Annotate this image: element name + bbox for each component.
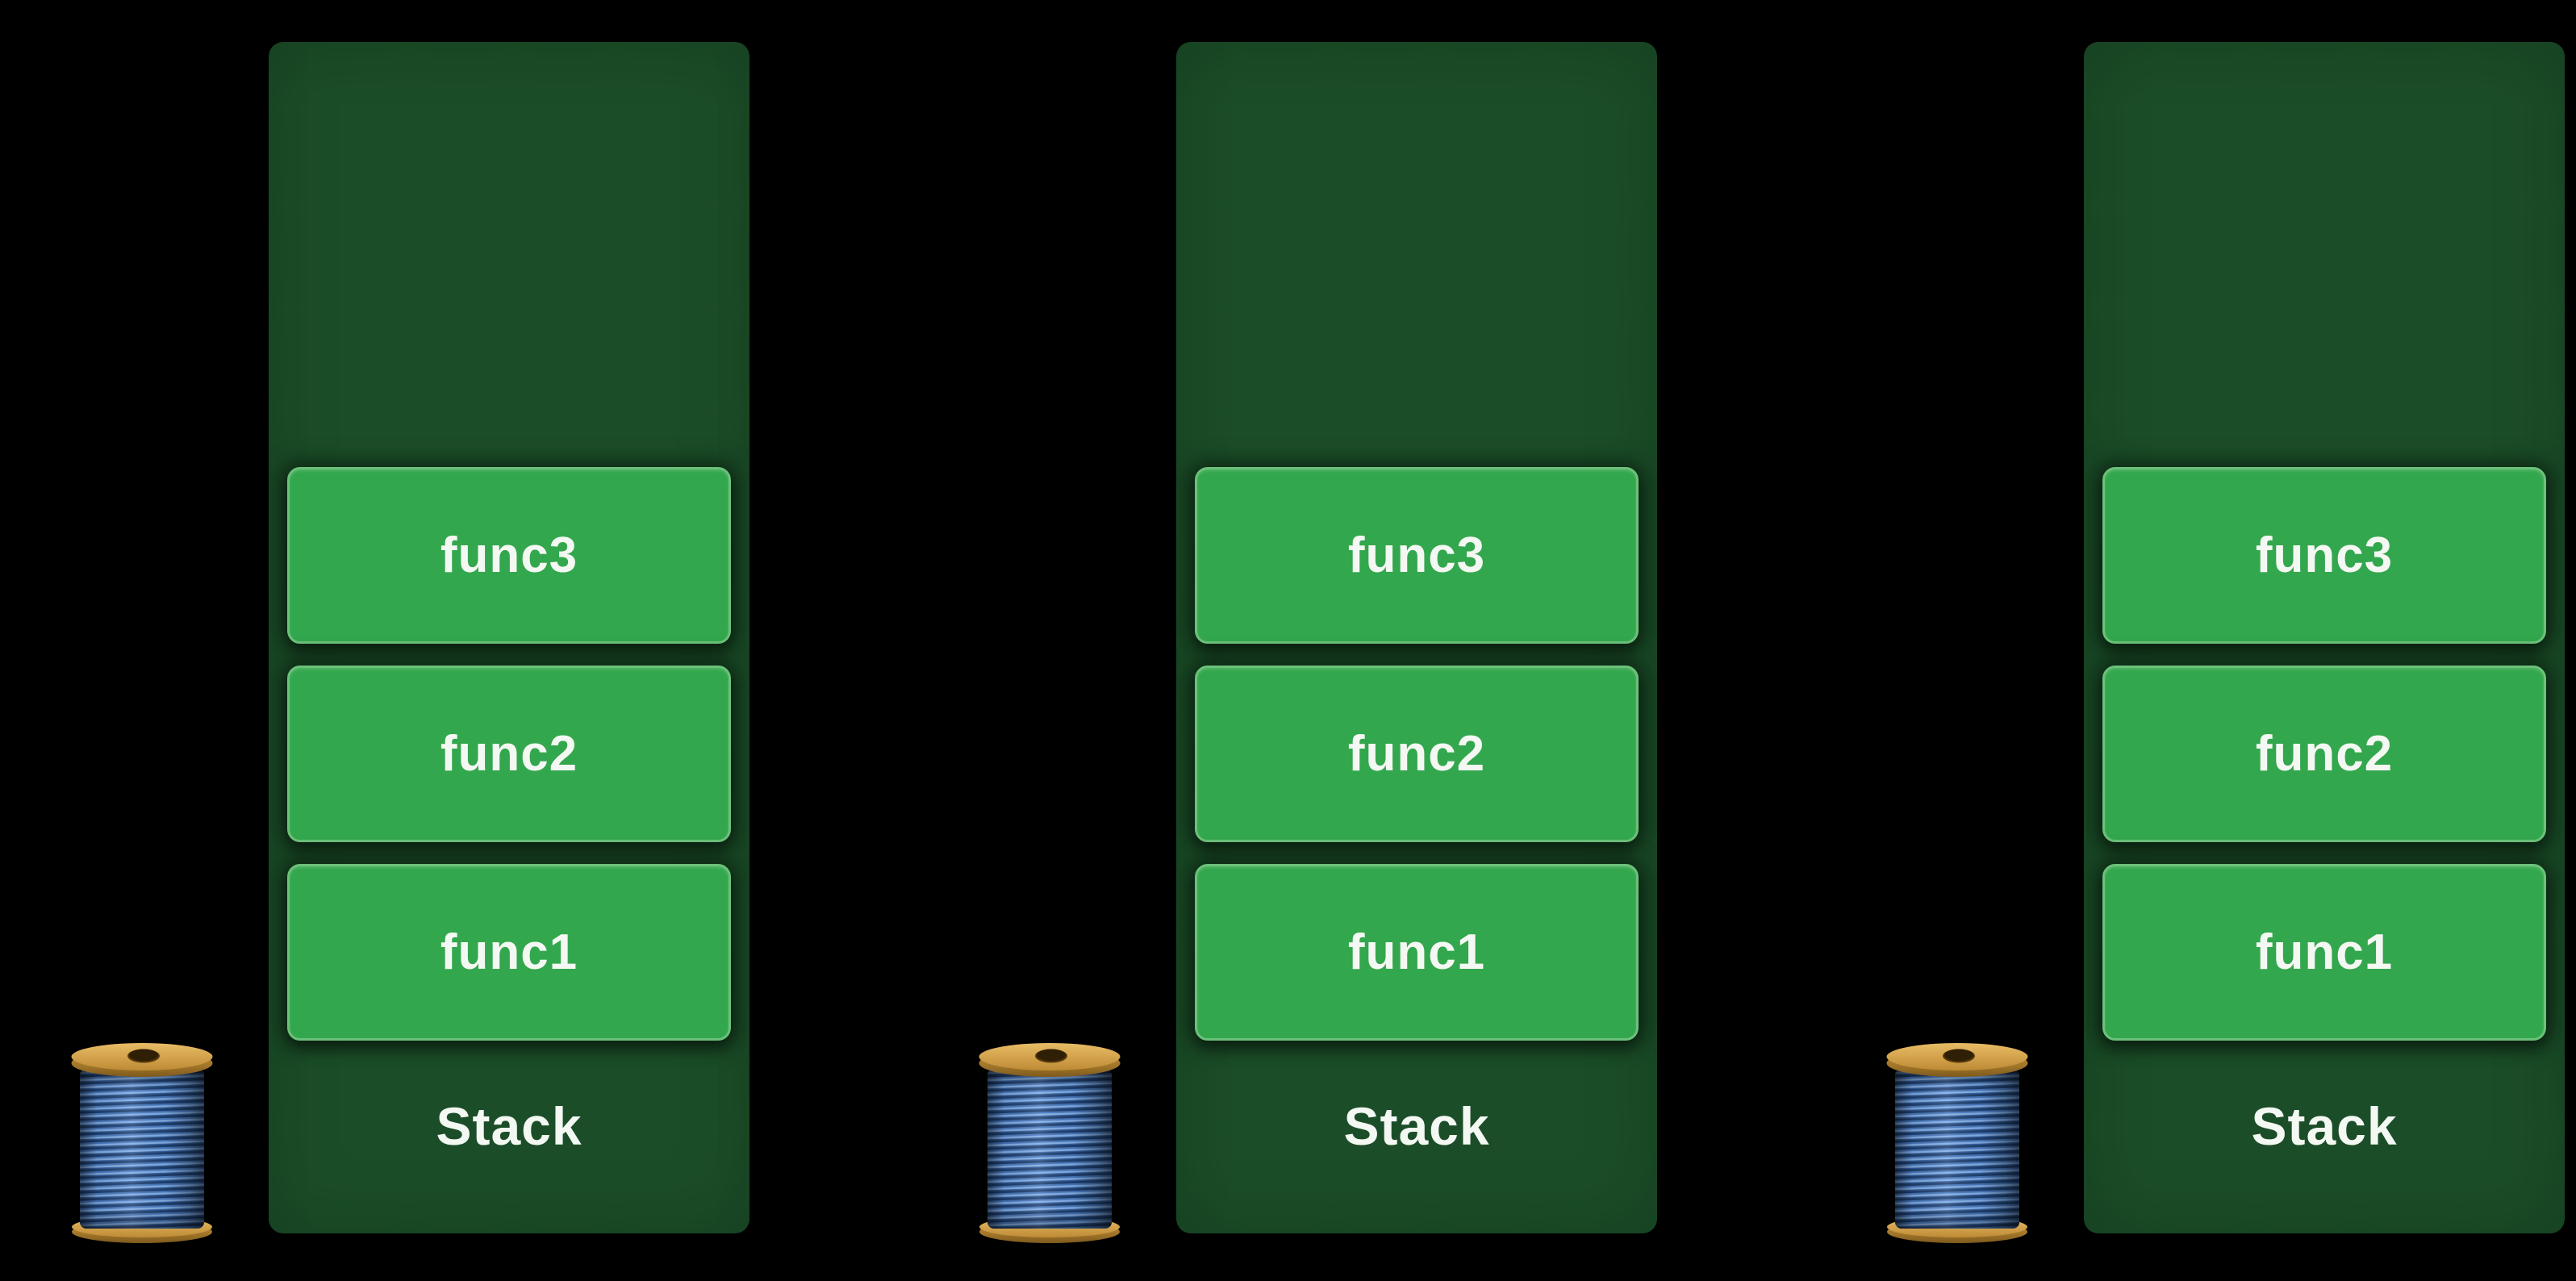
frame-label: func3 [440,528,578,583]
frame-label: func2 [1347,726,1486,782]
stack-frame-middle: func2 [287,666,731,842]
frame-label: func2 [2255,726,2394,782]
frame-label: func1 [440,924,578,980]
thread-spool-icon [71,1040,213,1245]
stack-title: Stack [436,1096,582,1156]
thread-spool-graphic [71,1043,213,1243]
stack-frame-top: func3 [1195,467,1639,644]
frame-label: func3 [1347,528,1486,583]
stack-frame-bottom: func1 [1195,864,1639,1041]
stack-title: Stack [2251,1096,2398,1156]
stack-frame-bottom: func1 [287,864,731,1041]
thread-stack-unit-2: func3 func2 func1 Stack [979,0,1657,1281]
stack-title: Stack [1343,1096,1490,1156]
frame-label: func1 [2255,924,2394,980]
stack-frame-top: func3 [287,467,731,644]
frame-label: func1 [1347,924,1486,980]
thread-stack-unit-3: func3 func2 func1 Stack [1886,0,2565,1281]
thread-spool-graphic [1886,1043,2028,1243]
stack-frame-middle: func2 [1195,666,1639,842]
thread-spool-icon [1886,1040,2028,1245]
frame-label: func3 [2255,528,2394,583]
stack-column: func3 func2 func1 Stack [1176,42,1657,1233]
thread-spool-icon [979,1040,1121,1245]
stack-frame-middle: func2 [2102,666,2546,842]
stack-column: func3 func2 func1 Stack [269,42,749,1233]
stack-frame-top: func3 [2102,467,2546,644]
thread-stack-unit-1: func3 func2 func1 Stack [71,0,749,1281]
stack-frame-bottom: func1 [2102,864,2546,1041]
frame-label: func2 [440,726,578,782]
thread-spool-graphic [979,1043,1121,1243]
stack-column: func3 func2 func1 Stack [2084,42,2565,1233]
